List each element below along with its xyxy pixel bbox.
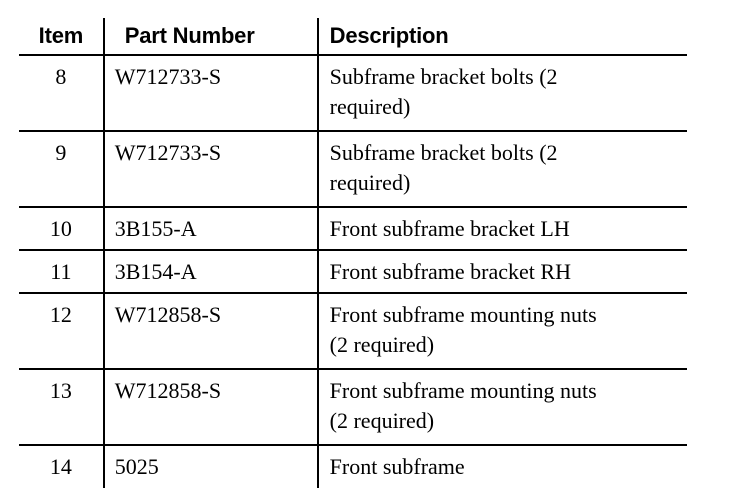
cell-description: Subframe bracket bolts (2 required): [317, 131, 687, 208]
description-line: Front subframe mounting nuts: [329, 302, 597, 327]
cell-part-number: 3B154-A: [103, 250, 319, 294]
column-header-item: Item: [19, 18, 105, 56]
description-line: (2 required): [329, 408, 435, 433]
cell-item: 14: [19, 445, 105, 488]
cell-item: 12: [19, 293, 105, 370]
description-line: Front subframe bracket RH: [329, 259, 571, 284]
description-line: Subframe bracket bolts (2: [329, 64, 558, 89]
cell-description: Front subframe bracket LH: [317, 207, 687, 251]
description-line: (2 required): [329, 332, 435, 357]
cell-item: 9: [19, 131, 105, 208]
description-line: required): [329, 94, 411, 119]
cell-item: 10: [19, 207, 105, 251]
description-line: Front subframe bracket LH: [329, 216, 570, 241]
description-line: Subframe bracket bolts (2: [329, 140, 558, 165]
cell-part-number: W712733-S: [103, 55, 319, 132]
cell-part-number: W712858-S: [103, 293, 319, 370]
description-line: required): [329, 170, 411, 195]
cell-part-number: 3B155-A: [103, 207, 319, 251]
column-header-part-number: Part Number: [103, 18, 319, 56]
cell-part-number: 5025: [103, 445, 319, 488]
cell-description: Front subframe: [318, 445, 687, 488]
cell-part-number: W712858-S: [103, 369, 319, 446]
cell-item: 11: [19, 250, 105, 294]
cell-description: Front subframe bracket RH: [317, 250, 687, 294]
cell-description: Subframe bracket bolts (2 required): [317, 55, 687, 132]
column-header-description: Description: [317, 18, 687, 56]
cell-description: Front subframe mounting nuts (2 required): [317, 369, 687, 446]
cell-description: Front subframe mounting nuts (2 required): [317, 293, 687, 370]
cell-part-number: W712733-S: [103, 131, 319, 208]
description-line: Front subframe mounting nuts: [329, 378, 597, 403]
description-line: Front subframe: [329, 454, 465, 479]
cell-item: 13: [19, 369, 105, 446]
table-header-row: Item Part Number Description: [19, 18, 687, 56]
table-header: Item Part Number Description: [19, 18, 687, 56]
cell-item: 8: [19, 55, 105, 132]
